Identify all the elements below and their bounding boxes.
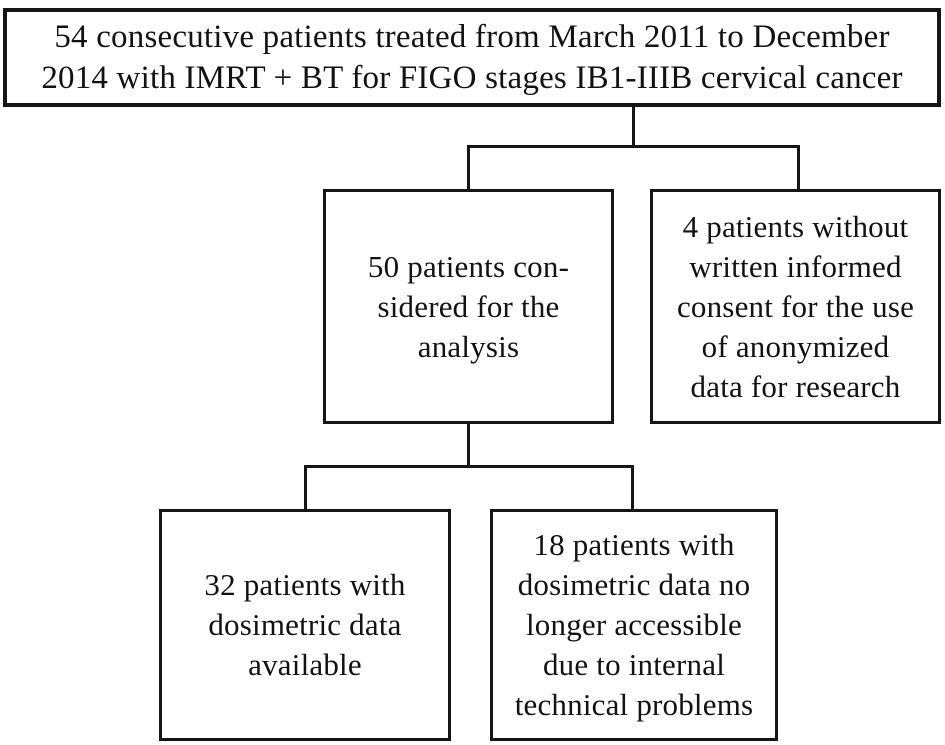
- flowchart-box-patients-without-consent: 4 patients without written informed cons…: [650, 189, 941, 424]
- connector-to-no-consent-line: [797, 145, 800, 191]
- flowchart-box-patients-considered: 50 patients con- sidered for the analysi…: [323, 189, 614, 424]
- connector-to-dosimetric-available-line: [304, 465, 307, 511]
- flowchart-box-dosimetric-data-lost: 18 patients with dosimetric data no long…: [490, 509, 778, 741]
- connector-level1-horizontal-line: [467, 145, 800, 148]
- connector-considered-down-line: [467, 422, 470, 468]
- connector-total-down-line: [632, 106, 635, 148]
- flowchart-box-total-patients: 54 consecutive patients treated from Mar…: [3, 8, 941, 107]
- connector-level2-horizontal-line: [304, 465, 634, 468]
- connector-to-dosimetric-lost-line: [631, 465, 634, 511]
- flowchart-box-dosimetric-data-available: 32 patients with dosimetric data availab…: [159, 509, 451, 741]
- connector-to-considered-line: [467, 145, 470, 191]
